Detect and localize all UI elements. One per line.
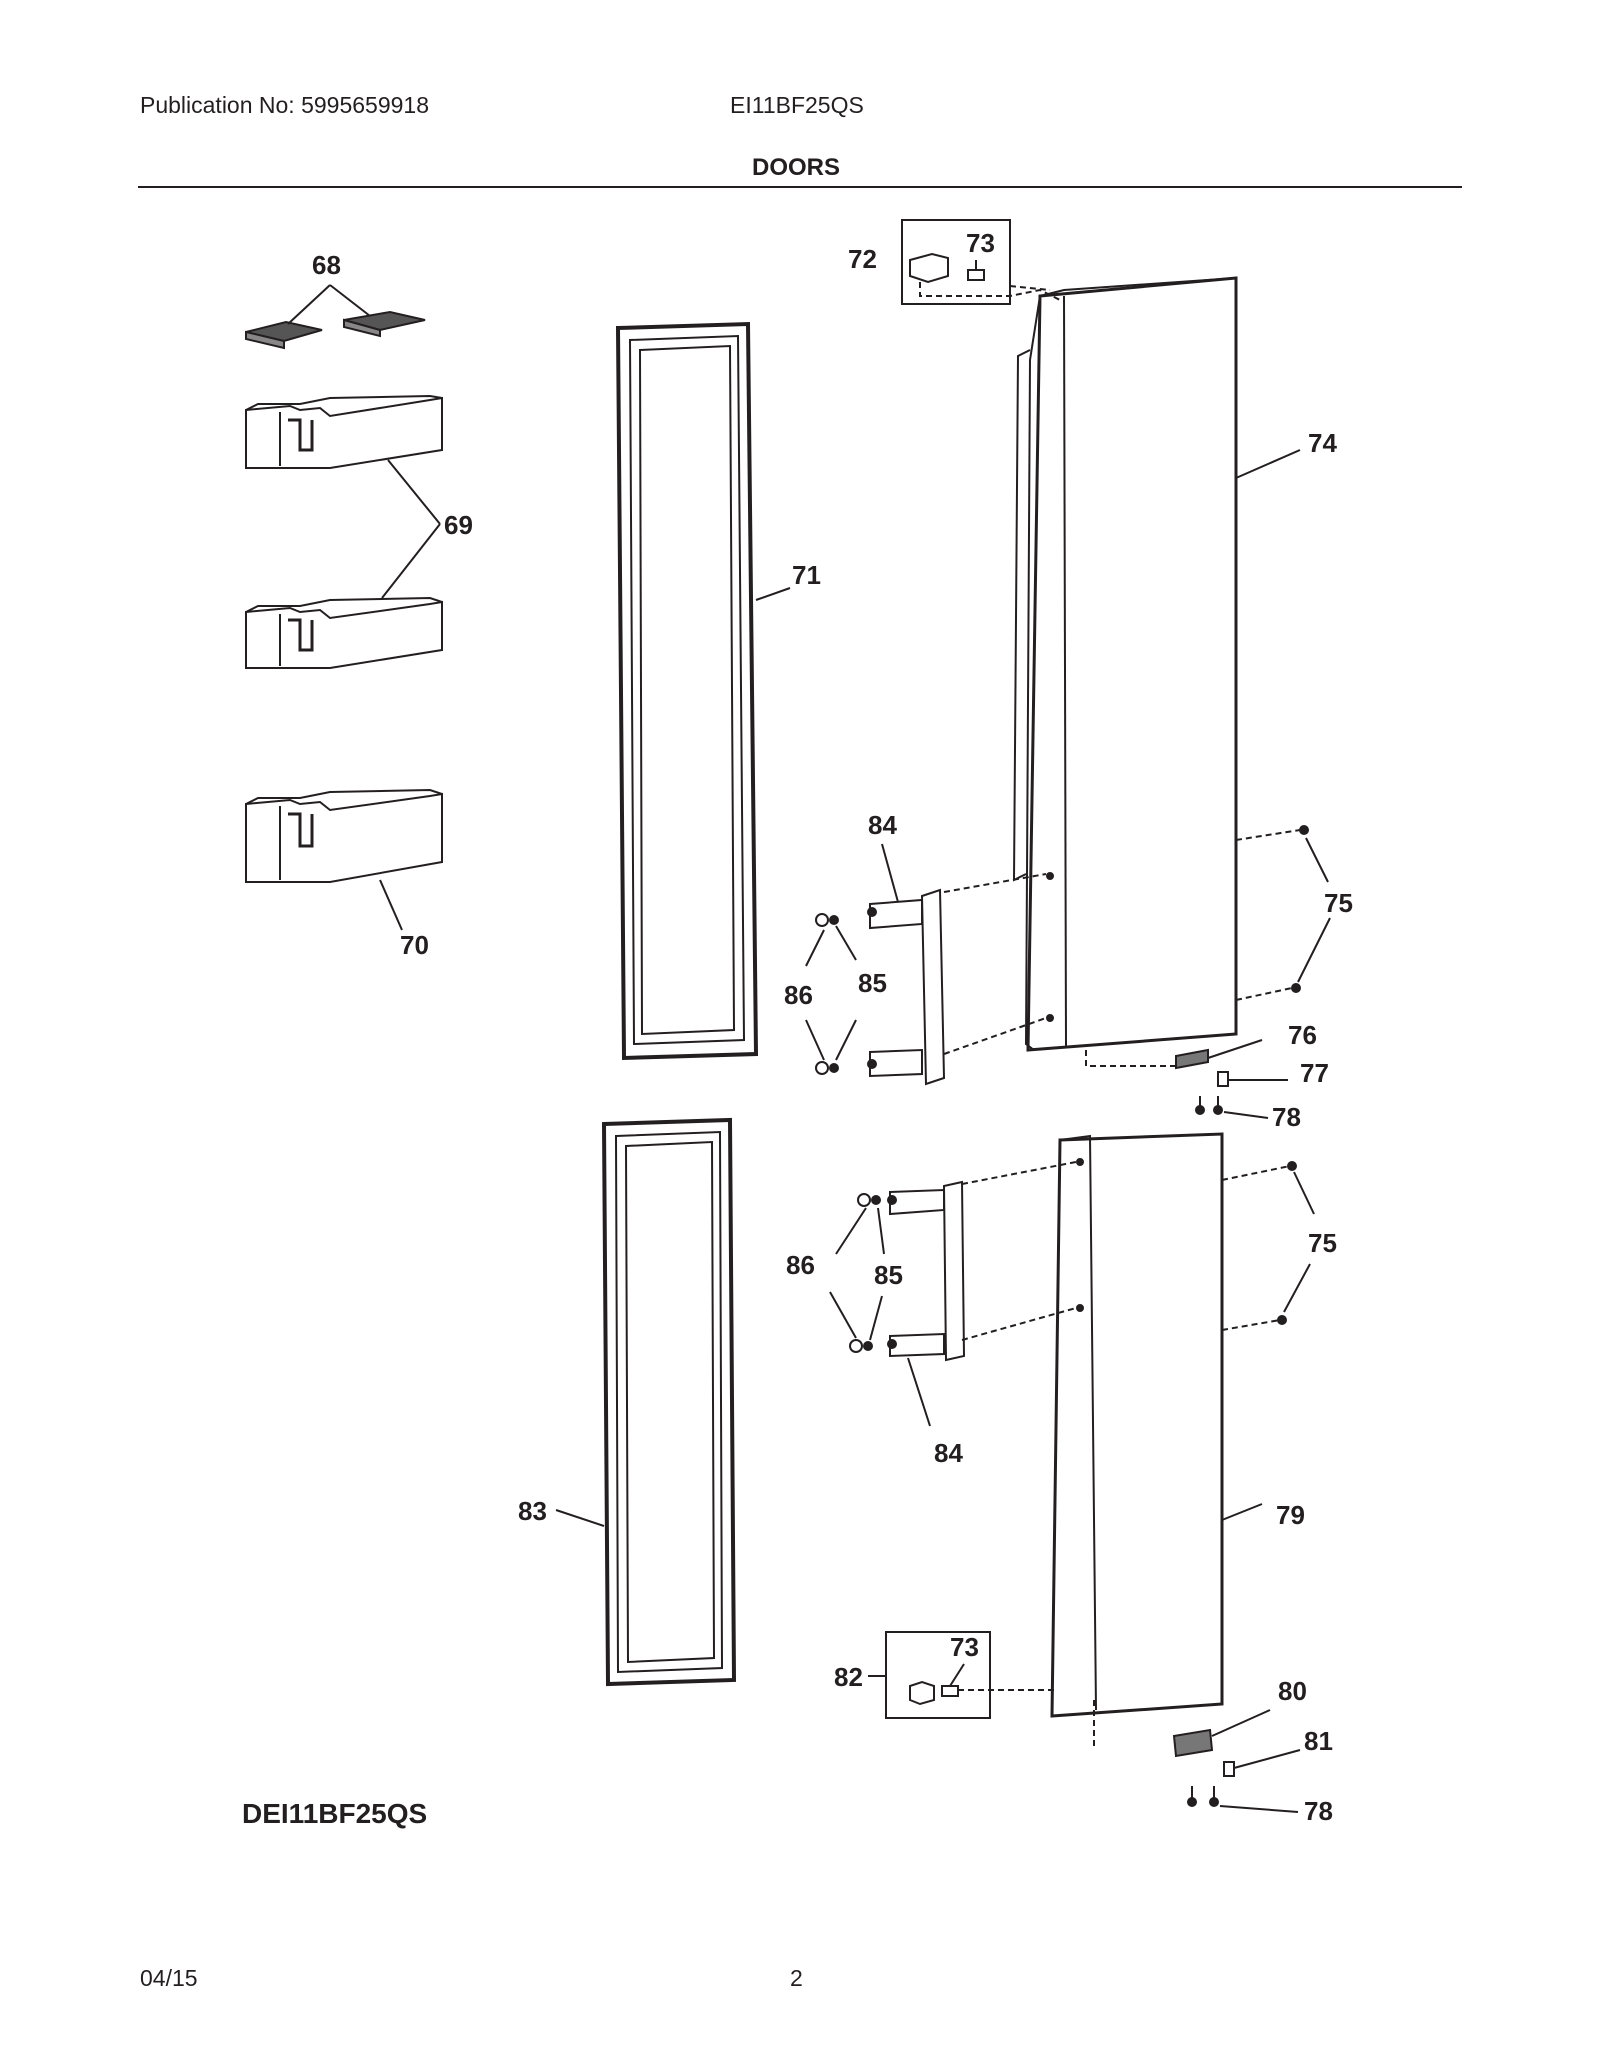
callout-69: 69 [444,510,473,540]
door-bin-lower [245,788,443,931]
model-number: EI11BF25QS [730,92,864,118]
upper-door-handle [805,843,1047,1086]
header-rule [138,186,1462,188]
callout-84-upper: 84 [868,810,897,840]
lower-freezer-door [1050,1132,1263,1718]
door-bin-upper [245,394,443,469]
section-title: DOORS [752,154,841,181]
upper-hinge-screws [1235,825,1331,1001]
callout-73-upper: 73 [966,228,995,258]
lower-door-handle [829,1161,1077,1427]
footer-date: 04/15 [140,1965,198,1991]
callout-80: 80 [1278,1676,1307,1706]
callout-85-upper: 85 [858,968,887,998]
callout-70: 70 [400,930,429,960]
publication-number: Publication No: 5995659918 [140,92,430,118]
callout-84-lower: 84 [934,1438,963,1468]
callout-82: 82 [834,1662,863,1692]
callout-78-upper: 78 [1272,1102,1301,1132]
callout-79: 79 [1276,1500,1305,1530]
switch-box-lower [868,1631,1056,1719]
lower-door-gasket [555,1117,737,1687]
callout-75-lower: 75 [1308,1228,1337,1258]
door-bin-middle [245,459,443,669]
callout-76: 76 [1288,1020,1317,1050]
page-number: 2 [790,1965,803,1991]
callout-73-lower: 73 [950,1632,979,1662]
upper-door-gasket [615,321,791,1061]
callout-71: 71 [792,560,821,590]
variant-label: DEI11BF25QS [242,1798,428,1829]
callout-75-upper: 75 [1324,888,1353,918]
callout-77: 77 [1300,1058,1329,1088]
callout-81: 81 [1304,1726,1333,1756]
callout-labels: 68 69 70 71 72 73 74 75 76 77 78 84 85 8… [312,228,1353,1826]
lower-hinge-screws [1221,1161,1315,1331]
callout-74: 74 [1308,428,1337,458]
shelf-insert-pair [245,284,426,350]
lower-bottom-hinge [1093,1700,1301,1813]
callout-83: 83 [518,1496,547,1526]
callout-78-lower: 78 [1304,1796,1333,1826]
callout-85-lower: 85 [874,1260,903,1290]
callout-68: 68 [312,250,341,280]
callout-72: 72 [848,244,877,274]
upper-bottom-hinge [1085,1039,1288,1119]
callout-86-upper: 86 [784,980,813,1010]
upper-freezer-door [1012,276,1301,1052]
callout-86-lower: 86 [786,1250,815,1280]
